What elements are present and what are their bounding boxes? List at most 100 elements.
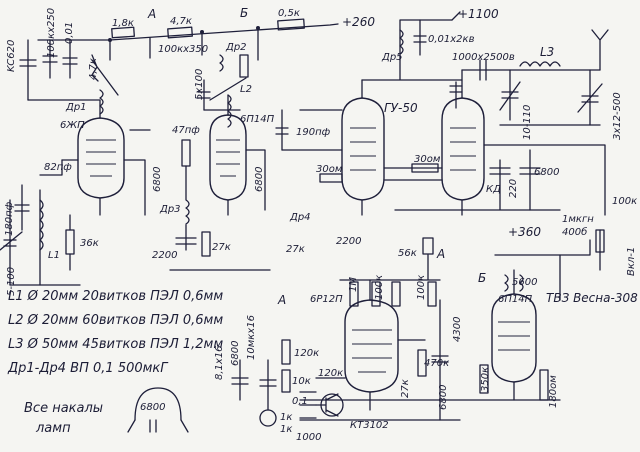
input-tank-l1 xyxy=(0,159,81,286)
label-1000x2500v: 1000х2500в xyxy=(452,52,515,63)
rail-resistor-3 xyxy=(277,18,305,31)
microphone-preamp xyxy=(231,339,346,427)
note-l3: L3 Ø 50мм 45витков ПЭЛ 1,2мм xyxy=(8,337,223,352)
tube-6r12p xyxy=(344,279,426,411)
rail-resistor-1 xyxy=(111,26,135,39)
tube-6zhp xyxy=(61,117,151,216)
label-5k100: 5х100 xyxy=(194,69,205,100)
tube-6p14p-driver xyxy=(169,94,271,271)
label-4k7-left: 4,7к xyxy=(88,58,99,80)
label-10k: 10к xyxy=(292,376,311,387)
label-l3: L3 xyxy=(540,45,554,59)
label-4300: 4300 xyxy=(452,317,463,342)
label-10-110: 10-110 xyxy=(522,105,533,140)
component-labels: KC620 100кх250 0,01 4,7к 1,8к А 4,7к 100… xyxy=(4,6,638,443)
label-27k-c: 27к xyxy=(400,379,411,398)
label-27k-b: 27к xyxy=(286,244,305,255)
label-tvz: ТВЗ Весна-308 xyxy=(546,291,638,305)
label-1k-b: 1к xyxy=(280,424,292,435)
filament-symbol xyxy=(127,387,189,433)
label-dr3: Др3 xyxy=(159,204,181,215)
label-gu50: ГУ-50 xyxy=(384,101,418,115)
label-6800-c: 6800 xyxy=(534,167,559,178)
label-27k-a: 27к xyxy=(212,242,231,253)
plate-supply-choke xyxy=(399,11,461,61)
label-2200-a: 2200 xyxy=(152,250,177,261)
coil-notes: L1 Ø 20мм 20витков ПЭЛ 0,6мм L2 Ø 20мм 6… xyxy=(7,289,223,436)
label-220: 220 xyxy=(508,179,519,198)
label-kt3102: КТ3102 xyxy=(350,420,389,431)
label-l1: L1 xyxy=(48,250,60,261)
label-6zhp: 6ЖП xyxy=(60,120,85,131)
label-100k-d: 100к xyxy=(416,275,427,300)
label-b-top: Б xyxy=(240,6,248,20)
label-100k250: 100кх250 xyxy=(46,8,57,58)
label-6800-f: 6800 xyxy=(140,402,165,413)
label-dr4: Др4 xyxy=(289,212,311,223)
label-a-bottom: А xyxy=(277,293,286,307)
pi-network-output xyxy=(461,29,609,126)
label-100k-c: 100к xyxy=(374,275,385,300)
label-l2: L2 xyxy=(240,84,252,95)
label-0-01x2kv: 0,01х2кв xyxy=(428,34,475,45)
label-1mkgn: 1мкгн xyxy=(562,214,594,225)
label-2200-b: 2200 xyxy=(336,236,361,247)
modulator-wiring xyxy=(299,229,605,421)
label-plus1100: +1100 xyxy=(458,7,499,21)
label-120k-side: 120к xyxy=(294,348,319,359)
label-47pf: 47пф xyxy=(172,125,200,136)
label-10mkx16: 10мкх16 xyxy=(246,315,257,360)
note-dr: Др1-Др4 ВП 0,1 500мкГ xyxy=(7,361,169,376)
label-400b: 400б xyxy=(562,226,587,238)
label-6r12p: 6Р12П xyxy=(310,294,343,305)
top-supply-rail xyxy=(37,23,339,61)
note-heaters-1: Все накалы xyxy=(24,401,103,416)
note-heaters-2: ламп xyxy=(35,421,71,436)
label-470k: 470к xyxy=(424,358,449,369)
label-180pf: 180пф xyxy=(4,201,15,236)
label-dr1: Др1 xyxy=(65,102,87,113)
label-82pf: 82пф xyxy=(44,162,72,173)
tube-gu50-right xyxy=(441,79,485,216)
note-l2: L2 Ø 20мм 60витков ПЭЛ 0,6мм xyxy=(8,313,223,328)
label-dr2: Др2 xyxy=(225,42,247,53)
label-190pf: 190пф xyxy=(296,127,331,138)
label-6800-b: 6800 xyxy=(254,167,265,192)
label-plus260: +260 xyxy=(342,15,375,29)
label-6800-e: 6800 xyxy=(230,341,241,366)
label-plus360: +360 xyxy=(508,225,541,239)
label-120k-top: 120к xyxy=(318,368,343,379)
label-350k: 350к xyxy=(480,367,491,392)
label-100k350: 100кх350 xyxy=(158,44,208,55)
rail-resistor-2 xyxy=(167,26,193,39)
label-a-top: А xyxy=(147,7,156,21)
label-0-1: 0,1 xyxy=(292,396,308,407)
note-l1: L1 Ø 20мм 20витков ПЭЛ 0,6мм xyxy=(8,289,223,304)
label-56k: 56к xyxy=(398,248,417,259)
label-1-8k: 1,8к xyxy=(112,18,134,29)
label-6800-a: 6800 xyxy=(152,167,163,192)
label-4-7k: 4,7к xyxy=(170,16,192,27)
output-wiring xyxy=(275,59,606,216)
tube-6p14p-modulator xyxy=(491,269,537,401)
label-kc620: KC620 xyxy=(6,40,17,72)
label-1000: 1000 xyxy=(296,432,321,443)
label-6p14p-bottom: 6П14П xyxy=(498,294,533,305)
label-30om-right: 30ом xyxy=(414,154,441,165)
label-kd: КД xyxy=(486,184,501,195)
label-5600: 5600 xyxy=(512,277,537,288)
label-b-mid: Б xyxy=(478,271,486,285)
label-6800-d: 6800 xyxy=(438,385,449,410)
label-0-5k: 0,5к xyxy=(278,8,300,19)
label-5-100: 5-100 xyxy=(6,267,17,296)
label-dr5: Др5 xyxy=(381,52,403,63)
label-vkl1: Вкл-1 xyxy=(626,247,637,276)
label-8-1x16: 8,1х16 xyxy=(214,345,225,380)
label-30om: 30ом xyxy=(316,164,343,175)
label-36k: 36к xyxy=(80,238,99,249)
label-3x12-500: 3х12-500 xyxy=(612,92,623,140)
tube-gu50-left xyxy=(341,79,385,216)
driver-anode-tank-l2 xyxy=(197,54,249,128)
